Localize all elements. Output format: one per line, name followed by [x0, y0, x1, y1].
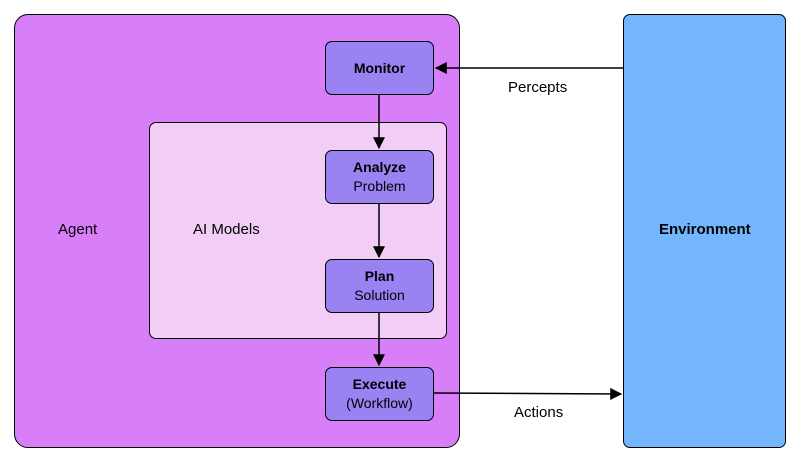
plan-node: Plan Solution [325, 259, 434, 313]
execute-subtitle: (Workflow) [346, 395, 413, 411]
monitor-title: Monitor [353, 59, 406, 76]
monitor-node: Monitor [325, 41, 434, 95]
execute-title: Execute [352, 376, 407, 392]
plan-title: Plan [364, 268, 395, 284]
ai-models-label: AI Models [193, 221, 260, 238]
percepts-label: Percepts [508, 79, 568, 96]
analyze-subtitle: Problem [353, 178, 406, 194]
execute-node: Execute (Workflow) [325, 367, 434, 421]
plan-subtitle: Solution [354, 287, 405, 303]
agent-label: Agent [58, 221, 98, 238]
edge-actions [433, 387, 623, 400]
analyze-node: Analyze Problem [325, 150, 434, 204]
environment-container [623, 14, 786, 448]
analyze-title: Analyze [353, 159, 406, 175]
environment-label: Environment [659, 221, 751, 238]
actions-label: Actions [514, 404, 564, 421]
